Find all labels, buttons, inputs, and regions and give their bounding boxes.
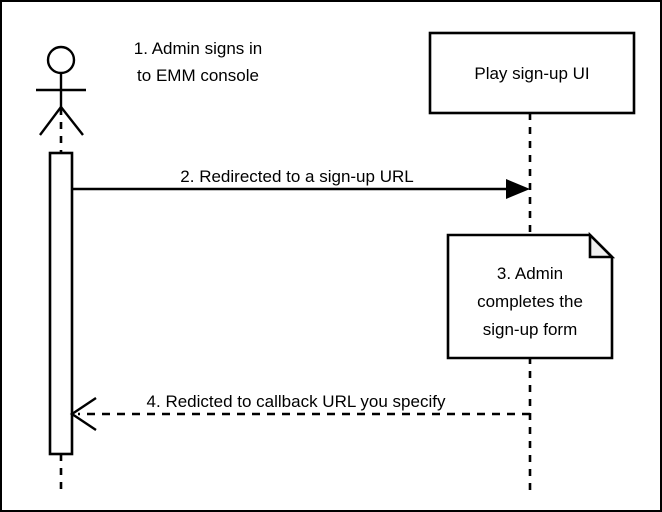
message-label-2: 2. Redirected to a sign-up URL xyxy=(180,167,413,186)
note-fold-corner-icon xyxy=(588,231,616,259)
message-arrow-4 xyxy=(69,397,530,431)
note-label-step3-line1: 3. Admin xyxy=(497,264,563,283)
step1-label-line1: 1. Admin signs in xyxy=(134,39,263,58)
activation-bar-admin xyxy=(48,151,74,456)
note-label-step3-line2: completes the xyxy=(477,292,583,311)
participant-box-play-ui xyxy=(428,31,636,115)
message-label-4: 4. Redicted to callback URL you specify xyxy=(147,392,446,411)
stick-figure-actor-icon xyxy=(36,45,86,136)
message-arrow-2 xyxy=(72,179,530,199)
step1-label-line2: to EMM console xyxy=(137,66,259,85)
participant-box-label-play-ui: Play sign-up UI xyxy=(474,64,589,83)
arrowhead-filled-icon xyxy=(506,179,530,199)
arrowhead-open-icon xyxy=(69,397,97,431)
note-box-step3 xyxy=(446,231,616,360)
note-label-step3-line3: sign-up form xyxy=(483,320,577,339)
